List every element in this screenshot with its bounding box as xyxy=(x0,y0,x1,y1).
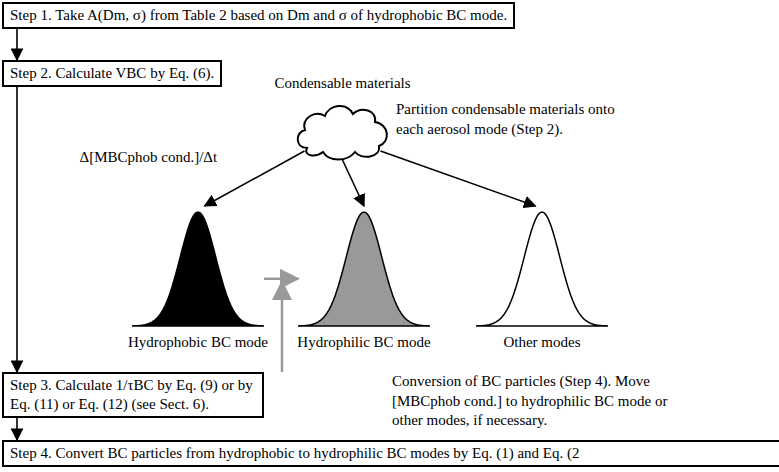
distribution-curve xyxy=(298,208,430,326)
note-text: Partition condensable materials onto eac… xyxy=(396,100,626,139)
cloud-path xyxy=(298,106,387,160)
distribution-curve xyxy=(132,208,264,326)
step-text: Step 2. Calculate VBC by Eq. (6). xyxy=(10,64,214,83)
flow-arrow xyxy=(16,418,18,441)
flow-arrow xyxy=(381,151,536,206)
mode-distribution: Hydrophobic BC mode xyxy=(132,208,264,326)
step-text: Step 4. Convert BC particles from hydrop… xyxy=(10,444,779,463)
node-label: Condensable materials xyxy=(274,75,410,92)
bell-path xyxy=(298,212,430,326)
cloud-shape: Condensable materials xyxy=(295,100,390,160)
step-text: Step 3. Calculate 1/τBC by Eq. (9) or by… xyxy=(10,376,256,414)
bell-path xyxy=(476,212,608,326)
mode-distribution: Hydrophilic BC mode xyxy=(298,208,430,326)
edge-label: Δ[MBCphob cond.]/Δt xyxy=(80,149,218,166)
flow-arrow xyxy=(264,278,298,281)
flow-arrow xyxy=(343,160,365,206)
step-box: Step 4. Convert BC particles from hydrop… xyxy=(2,440,779,467)
flow-arrow xyxy=(205,151,305,206)
flow-arrow xyxy=(16,29,18,60)
bell-path xyxy=(132,212,264,326)
mode-distribution: Other modes xyxy=(476,208,608,326)
step-box: Step 2. Calculate VBC by Eq. (6). xyxy=(2,60,222,87)
step-box: Step 1. Take A(Dm, σ) from Table 2 based… xyxy=(2,2,515,29)
distribution-curve xyxy=(476,208,608,326)
node-label: Hydrophobic BC mode xyxy=(128,334,268,351)
node-label: Other modes xyxy=(503,334,580,351)
cloud-outline xyxy=(295,100,390,160)
flow-arrow xyxy=(16,87,18,372)
note-text: Conversion of BC particles (Step 4). Mov… xyxy=(392,372,692,431)
step-box: Step 3. Calculate 1/τBC by Eq. (9) or by… xyxy=(2,372,264,418)
node-label: Hydrophilic BC mode xyxy=(297,334,430,351)
step-text: Step 1. Take A(Dm, σ) from Table 2 based… xyxy=(10,6,507,25)
conversion-control-arrow xyxy=(281,282,284,372)
